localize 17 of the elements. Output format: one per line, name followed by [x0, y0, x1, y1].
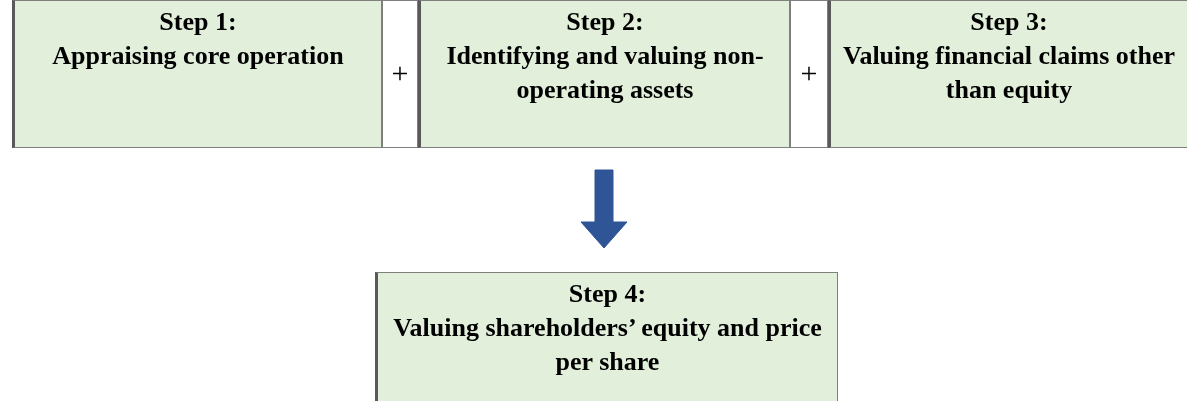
step-heading: Step 4:	[567, 278, 648, 310]
step-box	[418, 0, 790, 148]
step-description: Appraising core operation	[51, 40, 345, 72]
block-arrow	[580, 169, 628, 249]
step-heading: Step 1:	[158, 6, 238, 38]
plus-sign: +	[800, 55, 818, 91]
step-description: Valuing financial claims other than equity	[842, 40, 1176, 106]
step-heading: Step 2:	[565, 6, 645, 38]
step-box	[375, 272, 838, 401]
plus-sign: +	[391, 55, 409, 91]
operator-box	[382, 0, 418, 148]
step-box	[828, 0, 1187, 148]
operator-box	[790, 0, 828, 148]
step-box	[12, 0, 382, 148]
step-description: Identifying and valuing non-operating assets	[445, 40, 765, 106]
step-description: Valuing shareholders’ equity and price per share	[392, 312, 823, 378]
step-heading: Step 3:	[969, 6, 1049, 38]
